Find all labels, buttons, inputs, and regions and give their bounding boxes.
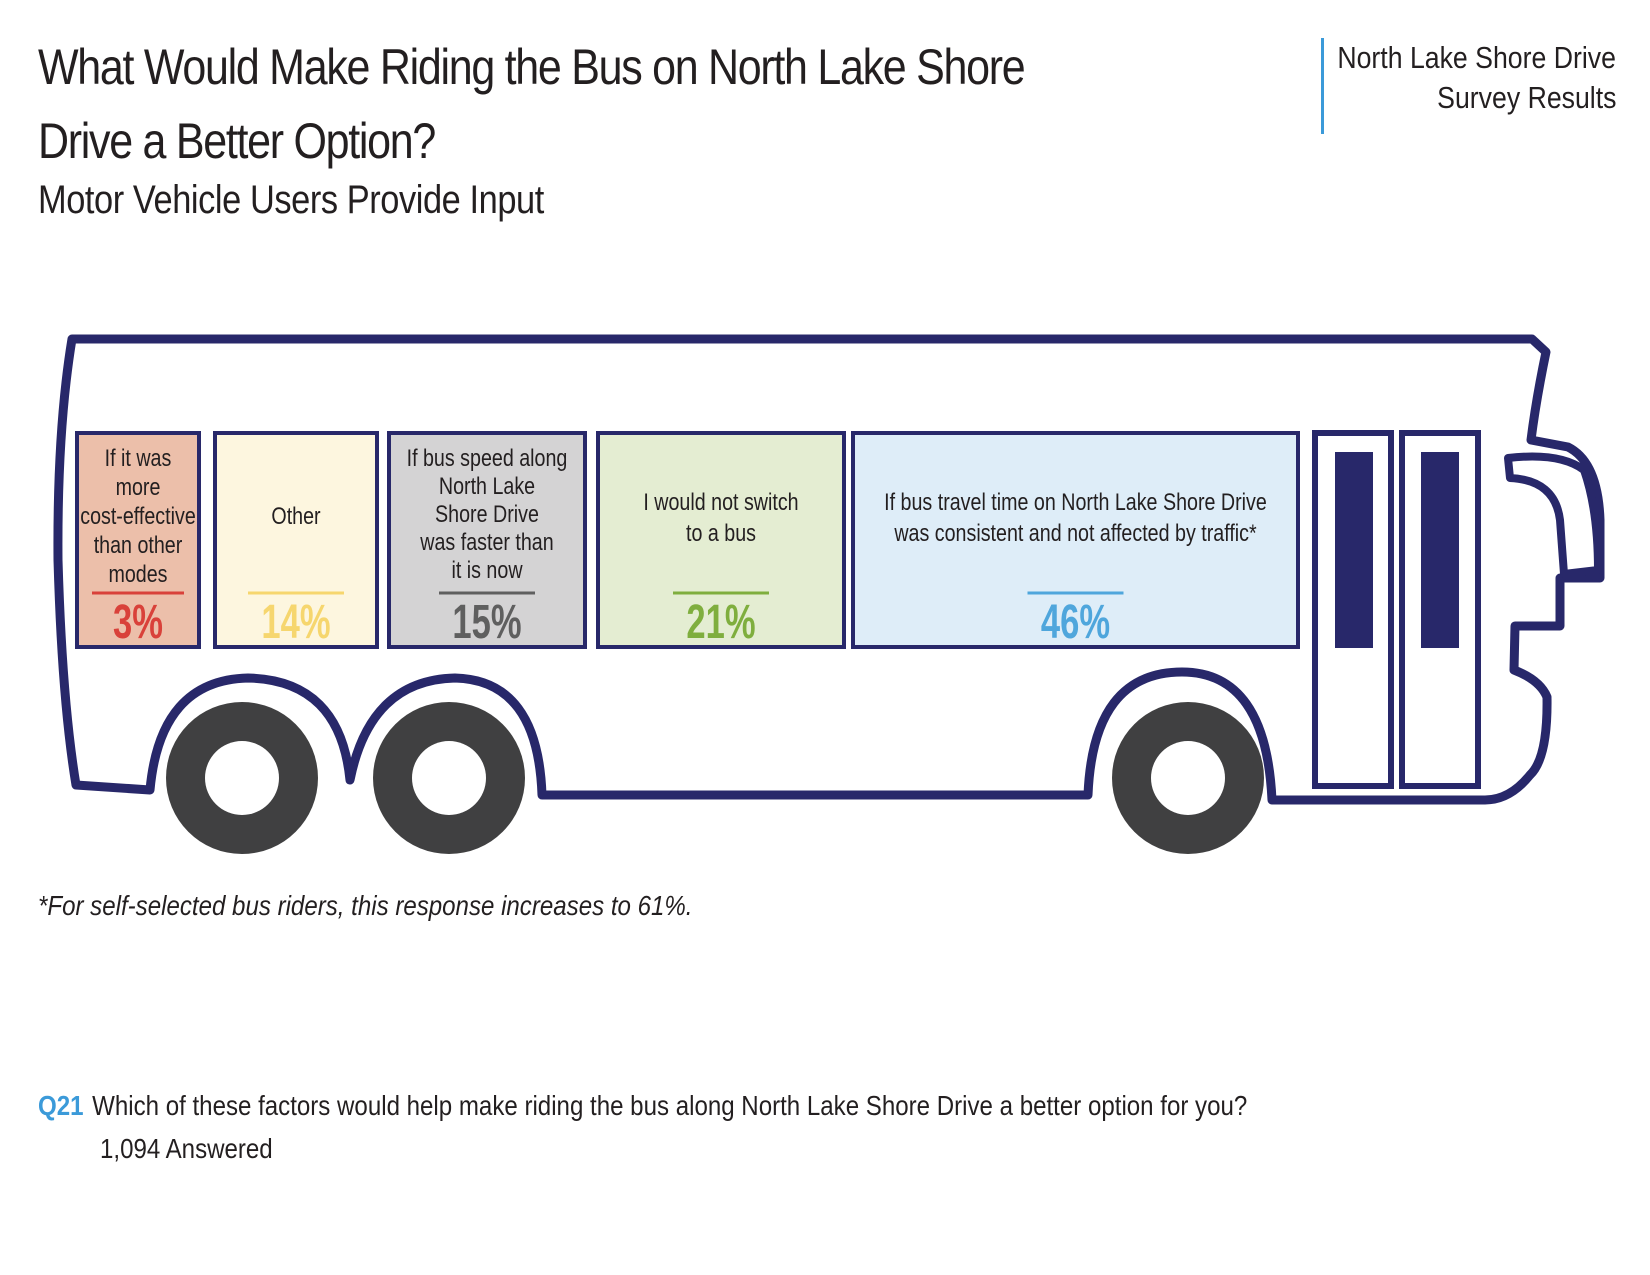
response-value: 46% <box>1041 594 1110 648</box>
question: Q21 Which of these factors would help mak… <box>38 1090 1247 1122</box>
question-text: Which of these factors would help make r… <box>92 1090 1248 1121</box>
response-label-line: I would not switch <box>643 488 798 515</box>
response-label-line: it is now <box>451 556 522 583</box>
response-box <box>213 431 379 649</box>
side-mirror <box>1504 452 1602 578</box>
response-label-line: If bus travel time on North Lake Shore D… <box>884 488 1267 515</box>
response-label-line: than other <box>94 531 183 558</box>
wheel-front-hub <box>1151 741 1225 815</box>
response-value: 21% <box>686 594 755 648</box>
response-label-line: was consistent and not affected by traff… <box>893 519 1257 546</box>
survey-badge: North Lake Shore Drive Survey Results <box>1321 38 1616 134</box>
page-subtitle: Motor Vehicle Users Provide Input <box>38 178 544 222</box>
response-label-line: North Lake <box>439 472 535 499</box>
wheel-rear-1-hub <box>205 741 279 815</box>
bus-door-left-window <box>1335 452 1373 648</box>
page-title: What Would Make Riding the Bus on North … <box>38 39 1026 169</box>
response-box <box>596 431 846 649</box>
response-label-line: If bus speed along <box>407 444 568 471</box>
response-label-line: cost-effective <box>80 502 196 529</box>
response-label-line: was faster than <box>419 528 553 555</box>
answered-count: 1,094 Answered <box>100 1133 273 1164</box>
response-value: 15% <box>452 594 521 648</box>
response-box <box>387 431 587 649</box>
bus-door-right-window <box>1421 452 1459 648</box>
response-value: 14% <box>261 594 330 648</box>
response-label-line: If it was <box>105 444 172 471</box>
survey-badge-line1: North Lake Shore Drive <box>1337 40 1616 75</box>
footnote: *For self-selected bus riders, this resp… <box>38 890 693 921</box>
response-label-line: more <box>116 473 161 500</box>
response-box <box>75 431 201 649</box>
response-value: 3% <box>113 594 163 648</box>
response-label-line: modes <box>108 560 167 587</box>
survey-badge-line2: Survey Results <box>1436 80 1616 115</box>
response-box <box>851 431 1300 649</box>
response-label-line: Other <box>271 502 320 529</box>
wheel-rear-2-hub <box>412 741 486 815</box>
response-label-line: to a bus <box>686 519 756 546</box>
question-number: Q21 <box>38 1090 84 1121</box>
bus-body-outline <box>53 334 1605 805</box>
response-label-line: Shore Drive <box>435 500 539 527</box>
